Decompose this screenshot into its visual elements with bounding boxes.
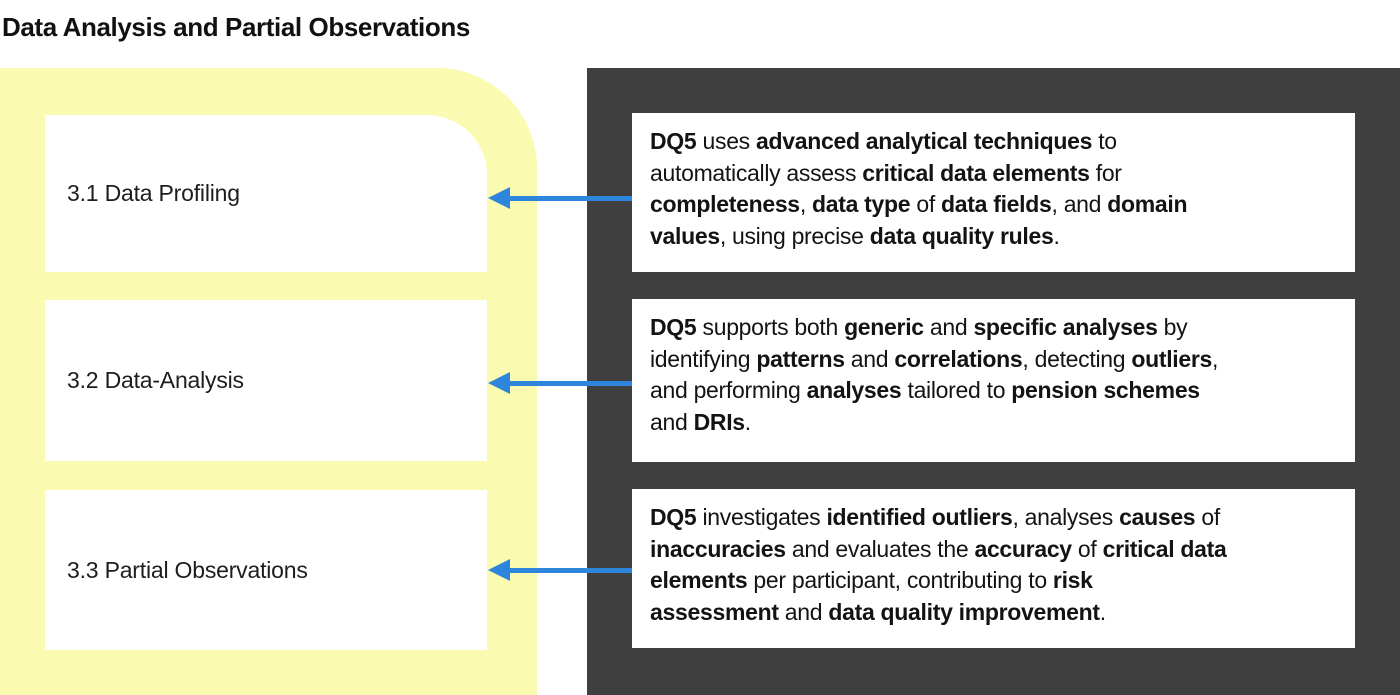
arrow-line — [508, 567, 632, 573]
step-label: 3.2 Data-Analysis — [67, 367, 244, 393]
description-box-partial-observations: DQ5 investigates identified outliers, an… — [632, 489, 1355, 648]
step-box-data-analysis: 3.2 Data-Analysis — [45, 300, 487, 461]
arrow-left-icon — [488, 372, 510, 394]
connector-arrow-1 — [488, 185, 632, 211]
step-label: 3.1 Data Profiling — [67, 180, 240, 206]
arrow-left-icon — [488, 187, 510, 209]
left-panel: 3.1 Data Profiling 3.2 Data-Analysis 3.3… — [0, 68, 537, 695]
arrow-left-icon — [488, 559, 510, 581]
connector-arrow-2 — [488, 370, 632, 396]
step-label: 3.3 Partial Observations — [67, 556, 308, 583]
page-title: Data Analysis and Partial Observations — [2, 12, 470, 42]
arrow-line — [508, 380, 632, 386]
connector-arrow-3 — [488, 557, 632, 583]
step-box-data-profiling: 3.1 Data Profiling — [45, 115, 487, 272]
description-box-data-analysis: DQ5 supports both generic and specific a… — [632, 299, 1355, 462]
right-panel: DQ5 uses advanced analytical techniques … — [587, 68, 1400, 695]
description-box-data-profiling: DQ5 uses advanced analytical techniques … — [632, 113, 1355, 272]
arrow-line — [508, 195, 632, 201]
step-box-partial-observations: 3.3 Partial Observations — [45, 490, 487, 650]
